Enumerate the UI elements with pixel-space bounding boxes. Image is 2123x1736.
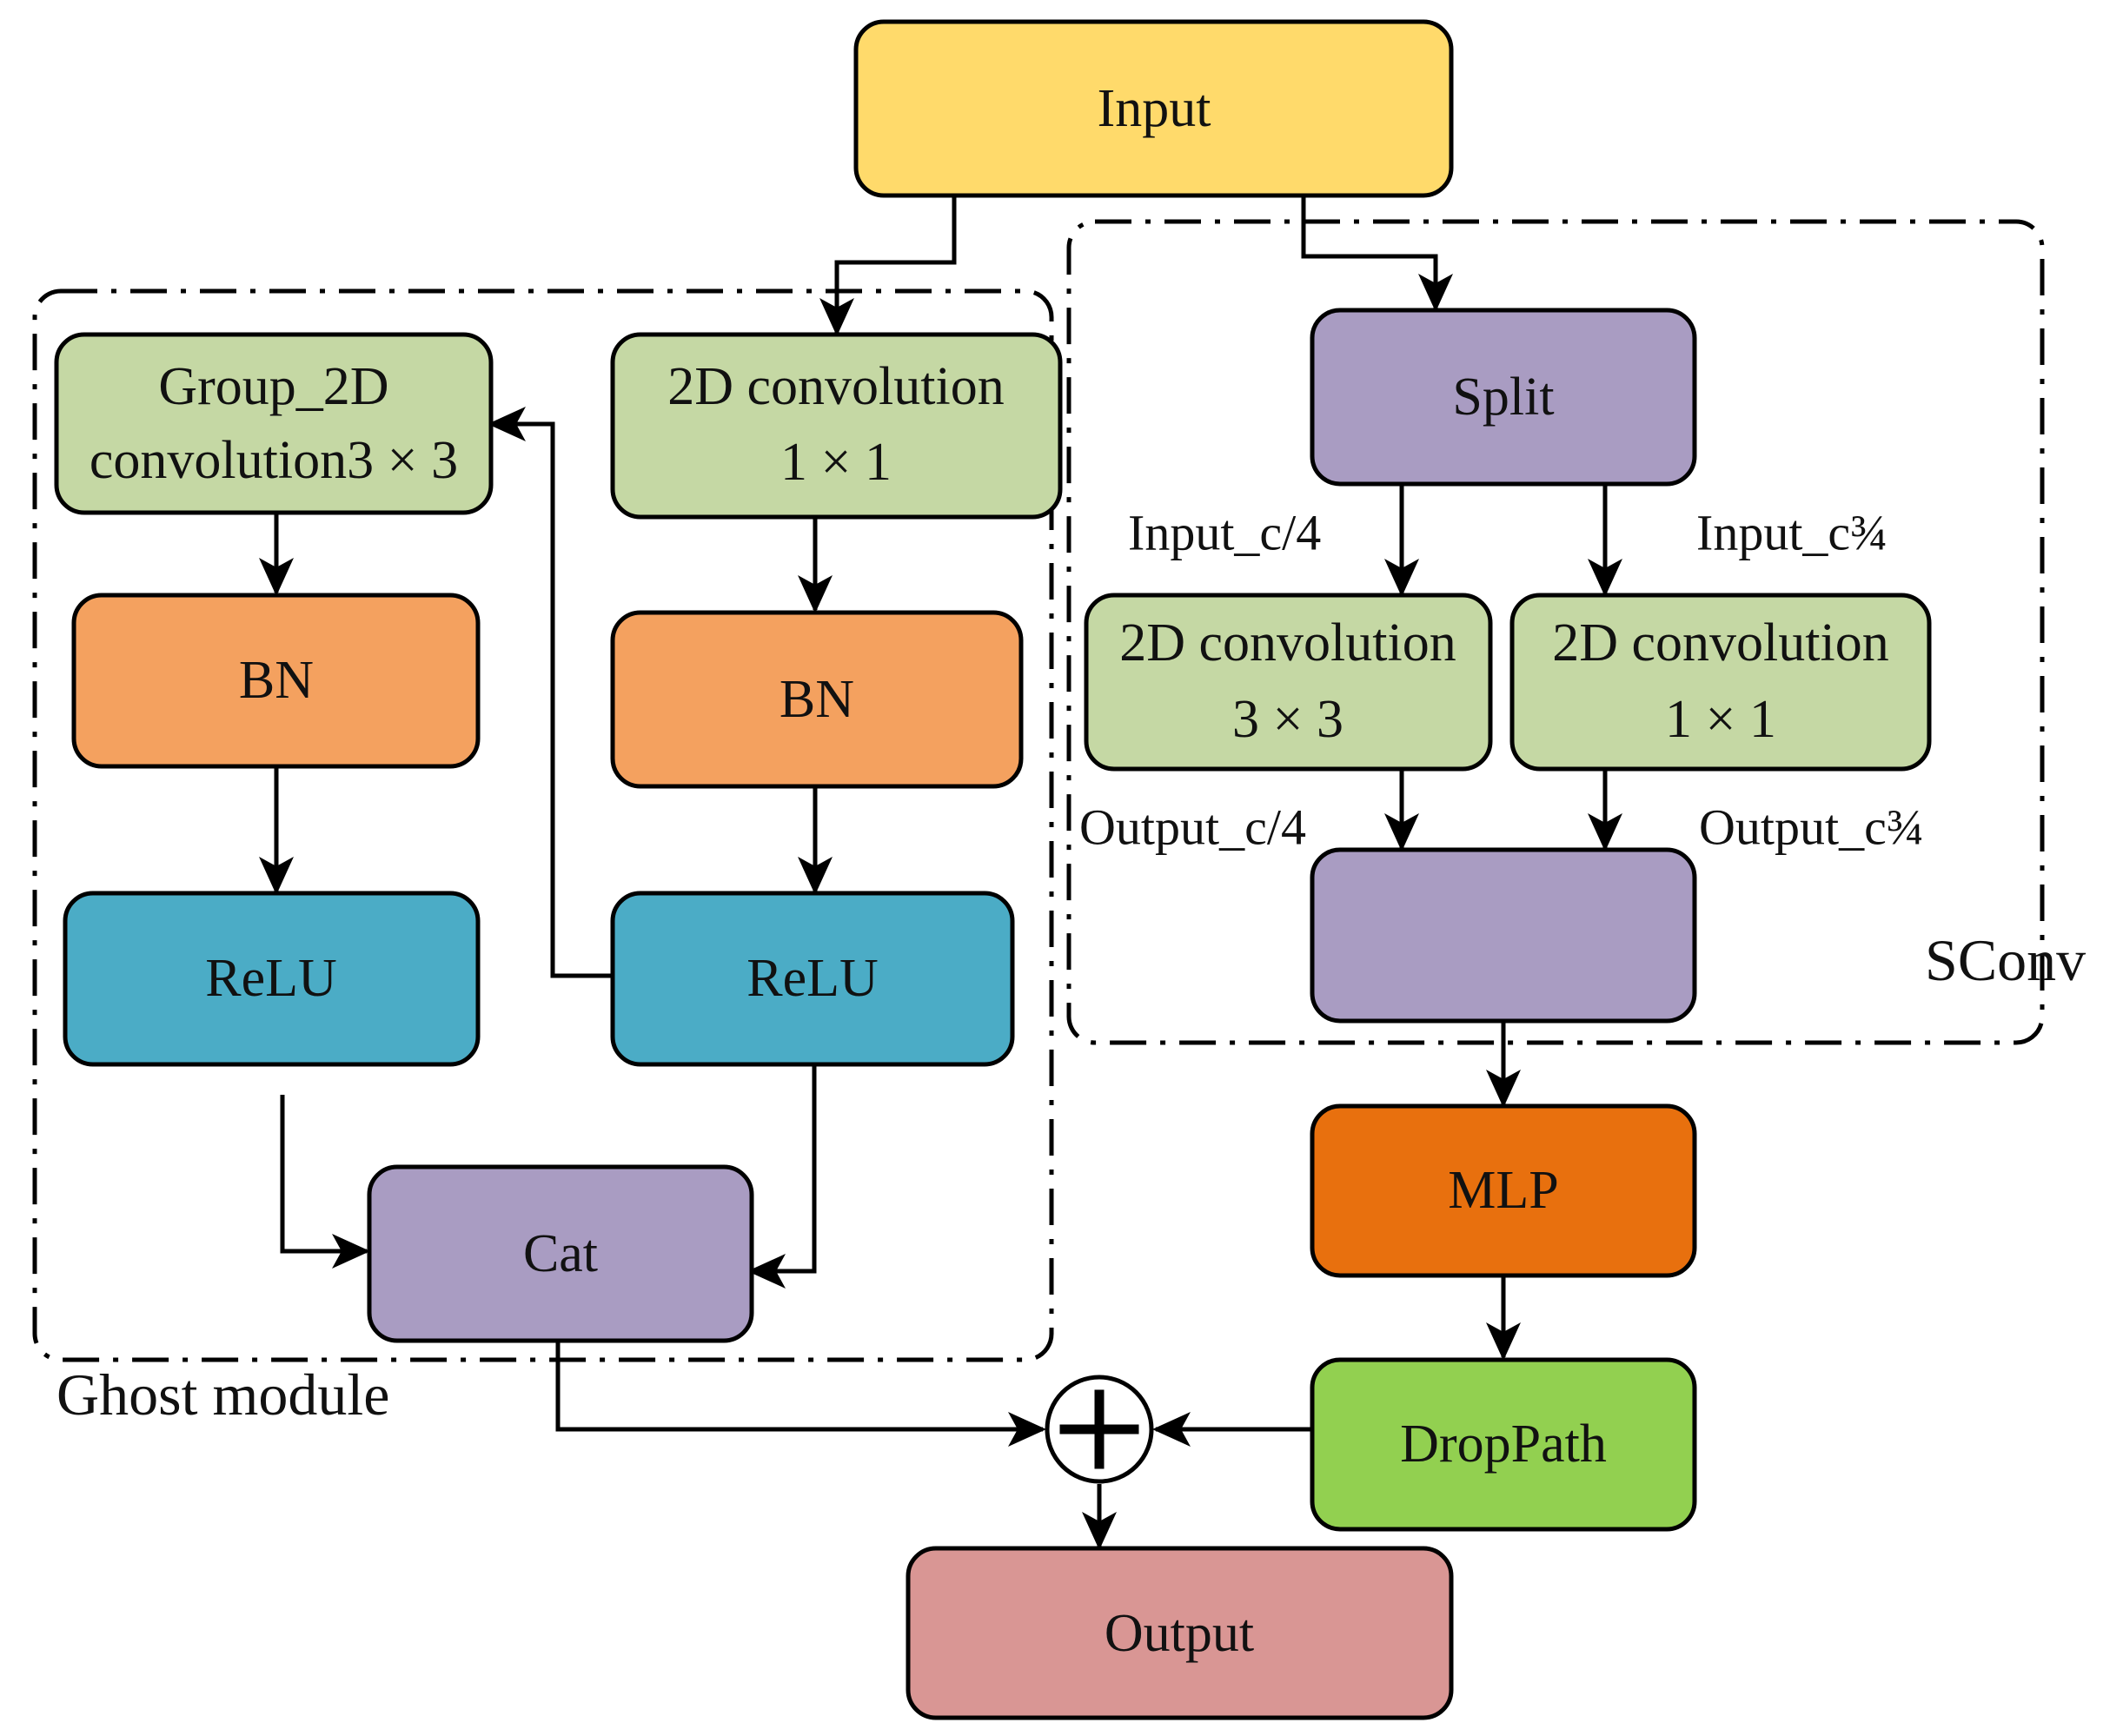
sconv-conv3x3-node: 2D convolution 3 × 3 [1084, 593, 1493, 772]
mlp-label: MLP [1448, 1161, 1558, 1220]
cat-label: Cat [523, 1224, 598, 1283]
output-label: Output [1105, 1604, 1254, 1663]
sconv-caption: SConv [1925, 927, 2086, 993]
sconv-conv1x1-label-1: 2D convolution [1552, 613, 1888, 673]
ghost-module-frame [32, 288, 1054, 1362]
conv1x1-node: 2D convolution 1 × 1 [610, 332, 1063, 520]
relu-left-label: ReLU [205, 949, 337, 1008]
sconv-conv1x1-label-2: 1 × 1 [1665, 690, 1776, 749]
droppath-label: DropPath [1400, 1415, 1607, 1474]
input-c4-label: Input_c/4 [1128, 505, 1321, 561]
sconv-conv1x1-node: 2D convolution 1 × 1 [1509, 593, 1932, 772]
relu-right-label: ReLU [746, 949, 879, 1008]
relu-left-node: ReLU [63, 891, 481, 1067]
conv1x1-label-2: 1 × 1 [780, 433, 892, 492]
split-node: Split [1310, 308, 1697, 487]
bn-right-node: BN [610, 610, 1024, 789]
bn-left-node: BN [71, 593, 481, 769]
bn-left-label: BN [239, 651, 314, 710]
input-label: Input [1098, 79, 1211, 138]
output-c34-label: Output_c¾ [1699, 799, 1924, 856]
ghost-module-caption: Ghost module [56, 1362, 389, 1428]
mlp-node: MLP [1310, 1103, 1697, 1278]
split-label: Split [1452, 368, 1554, 427]
relu-right-node: ReLU [610, 891, 1015, 1067]
cat-node: Cat [367, 1164, 754, 1343]
sconv-frame [1066, 219, 2045, 1045]
sconv-conv3x3-label-2: 3 × 3 [1232, 690, 1343, 749]
output-c4-label: Output_c/4 [1079, 799, 1306, 856]
input-node: Input [853, 19, 1454, 198]
group-conv-label-2: convolution3 × 3 [90, 431, 458, 490]
droppath-node: DropPath [1310, 1357, 1697, 1532]
output-node: Output [906, 1546, 1454, 1720]
sconv-conv3x3-label-1: 2D convolution [1119, 613, 1456, 673]
group-conv-node: Group_2D convolution3 × 3 [54, 332, 494, 515]
bn-right-label: BN [780, 670, 854, 729]
conv1x1-label-1: 2D convolution [667, 357, 1004, 416]
sconv-merge-node [1310, 847, 1697, 1024]
connectors [259, 195, 1622, 1550]
input-c34-label: Input_c¾ [1696, 505, 1888, 561]
plus-circle-icon [1045, 1375, 1154, 1484]
group-conv-label-1: Group_2D [158, 357, 388, 416]
